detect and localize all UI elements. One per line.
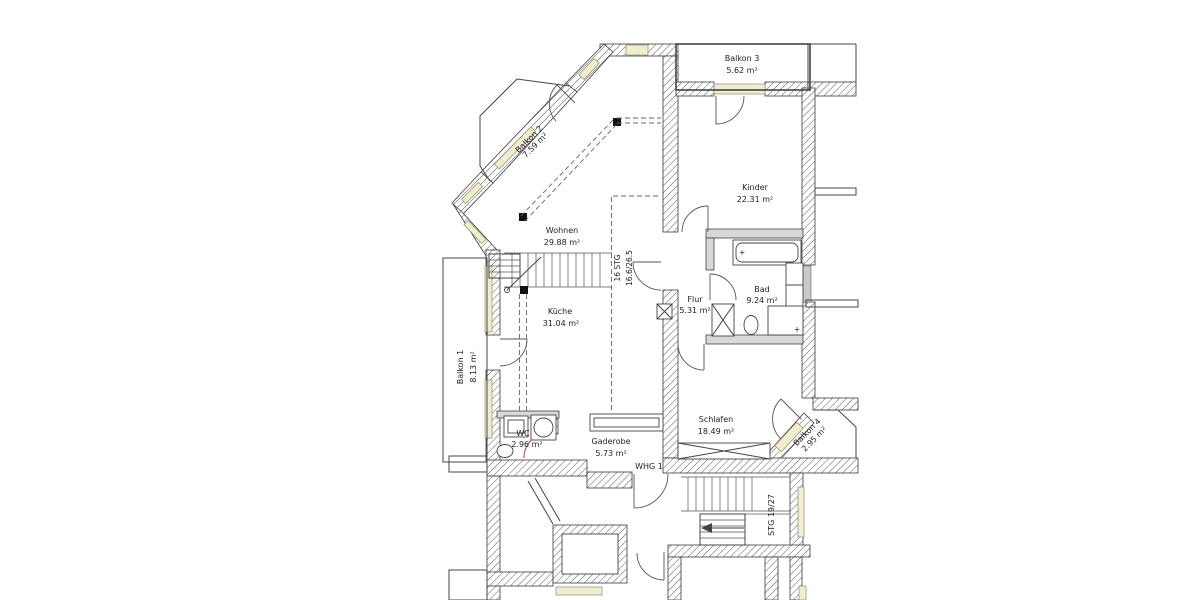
balkon4-outline bbox=[815, 409, 857, 458]
shaft-x-flur bbox=[656, 303, 673, 320]
label-balkon1-name: Balkon 1 bbox=[456, 350, 465, 385]
balkon3-outline bbox=[675, 43, 857, 91]
kinder-door bbox=[681, 205, 709, 233]
label-flur-name: Flur bbox=[687, 295, 703, 304]
stairwell-stair bbox=[681, 476, 790, 546]
balkon1-outline bbox=[442, 257, 488, 463]
flur-entry-door bbox=[632, 261, 662, 291]
lower-balcony-stubs bbox=[448, 455, 488, 600]
washing-machine bbox=[530, 414, 557, 441]
elevator-shaft bbox=[552, 524, 628, 584]
label-schlafen-area: 18.49 m² bbox=[698, 427, 734, 436]
bad-door bbox=[709, 273, 737, 301]
label-wohnen-name: Wohnen bbox=[546, 226, 578, 235]
label-wohnen-area: 29.88 m² bbox=[544, 238, 580, 247]
label-flur-area: 5.31 m² bbox=[679, 306, 710, 315]
shaft-x-bad bbox=[711, 303, 735, 337]
neighbor-wall-stubs bbox=[805, 187, 859, 308]
tub-plus-marker: + bbox=[739, 248, 745, 257]
label-bad-area: 9.24 m² bbox=[746, 296, 777, 305]
dashed-overhead-lines bbox=[519, 117, 661, 411]
label-balkon3-name: Balkon 3 bbox=[725, 54, 760, 63]
interior-walls bbox=[496, 228, 804, 419]
label-balkon3-area: 5.62 m² bbox=[726, 66, 757, 75]
balkon1-door bbox=[499, 338, 528, 367]
windows bbox=[460, 44, 812, 600]
label-internal-stair-2: 16.6/26.5 bbox=[625, 250, 634, 286]
label-kueche-name: Küche bbox=[548, 307, 572, 316]
label-gaderobe-area: 5.73 m² bbox=[595, 449, 626, 458]
label-balkon1-area: 8.13 m² bbox=[469, 351, 478, 382]
balkon4-door bbox=[772, 398, 802, 440]
kinder-balcony-door bbox=[715, 95, 745, 125]
label-wc-area: 2.96 m² bbox=[511, 440, 542, 449]
internal-stair bbox=[488, 118, 621, 294]
bad-toilet bbox=[743, 315, 759, 335]
window-x-schlafen bbox=[677, 442, 771, 460]
schlafen-door bbox=[677, 343, 705, 371]
label-internal-stair-1: 16 STG bbox=[613, 254, 622, 281]
wc-toilet bbox=[496, 444, 514, 458]
label-bad-name: Bad bbox=[754, 285, 769, 294]
fixtures bbox=[448, 239, 804, 600]
balkon2-door bbox=[548, 84, 576, 122]
shower bbox=[767, 305, 804, 336]
label-wc-name: WC bbox=[516, 429, 530, 438]
wc-washbasin bbox=[503, 415, 529, 438]
label-stairwell: STG 19/27 bbox=[767, 494, 776, 536]
label-gaderobe-name: Gaderobe bbox=[591, 437, 630, 446]
wardrobe bbox=[589, 413, 664, 432]
shower-plus-marker: + bbox=[794, 325, 800, 334]
label-kinder-name: Kinder bbox=[742, 183, 769, 192]
corridor-door bbox=[636, 552, 665, 581]
label-kueche-area: 31.04 m² bbox=[543, 319, 579, 328]
label-schlafen-name: Schlafen bbox=[699, 415, 733, 424]
bathtub bbox=[732, 239, 802, 266]
balkon2-outline bbox=[479, 78, 570, 182]
label-kinder-area: 22.31 m² bbox=[737, 195, 773, 204]
entrance-door bbox=[633, 473, 669, 509]
label-unit: WHG 1 bbox=[635, 462, 663, 471]
duct-lines bbox=[527, 477, 561, 525]
